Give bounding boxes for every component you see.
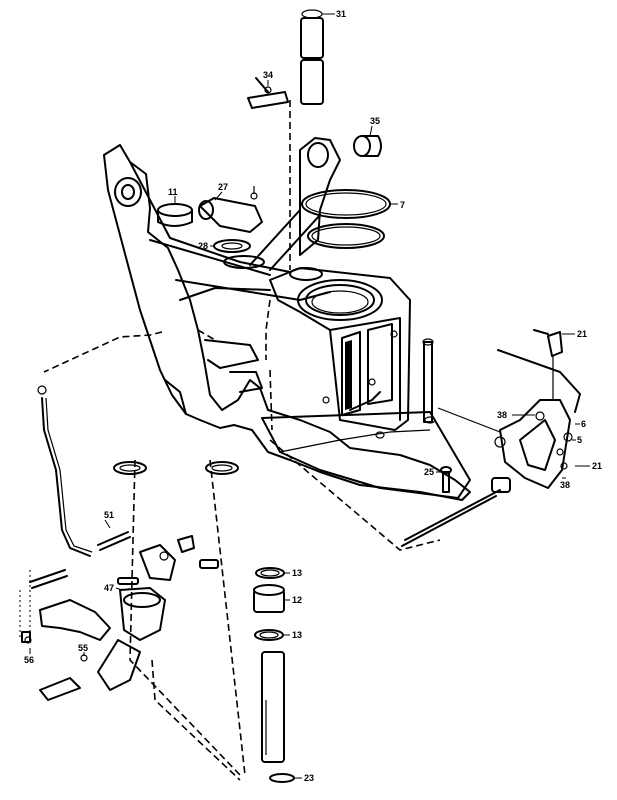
- washer-28: [213, 239, 265, 269]
- callout-7: 7: [400, 200, 405, 210]
- callout-labels: 31 34 35 11 27 7 28 21 38 6 5 21 38 25 5…: [24, 9, 602, 783]
- frame-washers: [113, 461, 239, 475]
- callout-27: 27: [218, 182, 228, 192]
- assembly-dash-lines: [19, 100, 441, 781]
- callout-38-bottom: 38: [560, 480, 570, 490]
- leader-lines: [29, 13, 590, 779]
- callout-13-bottom: 13: [292, 630, 302, 640]
- callout-21-top: 21: [577, 329, 587, 339]
- callout-5: 5: [577, 435, 582, 445]
- callout-34: 34: [263, 70, 273, 80]
- shift-bracket: [491, 329, 573, 493]
- shift-cable: [37, 385, 93, 557]
- callout-12: 12: [292, 595, 302, 605]
- steering-assembly: [21, 531, 219, 701]
- callout-55: 55: [78, 643, 88, 653]
- cap-11: [157, 203, 193, 227]
- elbow-27: [198, 186, 263, 233]
- callout-11: 11: [168, 187, 178, 197]
- callout-23: 23: [304, 773, 314, 783]
- long-bolt: [422, 338, 434, 423]
- bushing-35: [353, 135, 382, 157]
- callout-35: 35: [370, 116, 380, 126]
- callout-21-bottom: 21: [592, 461, 602, 471]
- callout-31: 31: [336, 9, 346, 19]
- main-frame: [103, 137, 471, 501]
- top-tube: [300, 9, 324, 105]
- lower-tube-stack: [253, 567, 295, 783]
- callout-38-top: 38: [497, 410, 507, 420]
- upper-housing: [269, 267, 411, 431]
- linkage-rod: [401, 349, 581, 547]
- callout-51: 51: [104, 510, 114, 520]
- callout-25: 25: [424, 467, 434, 477]
- callout-28: 28: [198, 241, 208, 251]
- bracket-34: [247, 77, 289, 109]
- callout-13-top: 13: [292, 568, 302, 578]
- callout-6: 6: [581, 419, 586, 429]
- callout-56: 56: [24, 655, 34, 665]
- bolt-25: [440, 466, 452, 493]
- callout-47: 47: [104, 583, 114, 593]
